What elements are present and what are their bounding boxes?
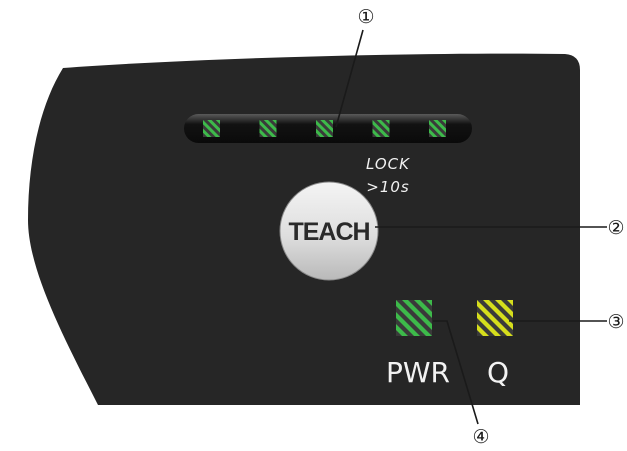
pwr-led <box>396 300 432 336</box>
pwr-label: PWR <box>386 356 450 389</box>
lock-label: LOCK <box>366 155 410 173</box>
bar-led-2 <box>259 120 277 137</box>
q-label: Q <box>487 356 509 389</box>
callout-3: ③ <box>607 311 624 333</box>
q-led <box>477 300 513 336</box>
bar-led-4 <box>372 120 390 137</box>
callout-4: ④ <box>472 426 489 448</box>
bar-led-group <box>203 120 446 137</box>
bar-led-3 <box>316 120 333 137</box>
pwr-led-indicator <box>396 300 432 336</box>
lock-time-label: >10s <box>366 178 409 196</box>
bar-led-5 <box>429 120 446 137</box>
leader-line-4 <box>433 320 479 425</box>
callout-1: ① <box>357 6 374 28</box>
teach-button-label: TEACH <box>288 218 369 246</box>
bar-led-1 <box>203 120 220 137</box>
callout-2: ② <box>607 217 624 239</box>
leader-line-1 <box>335 29 364 128</box>
q-led-indicator <box>477 300 513 336</box>
teach-button[interactable]: TEACH <box>279 181 379 281</box>
